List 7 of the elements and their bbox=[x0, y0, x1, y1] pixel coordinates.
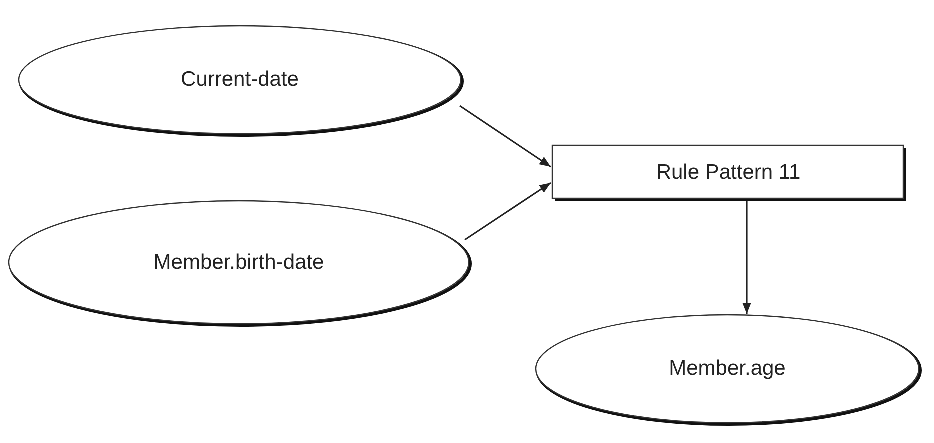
node-label: Member.age bbox=[669, 357, 786, 381]
arrow bbox=[460, 105, 552, 168]
arrow bbox=[742, 200, 752, 314]
node-label: Current-date bbox=[181, 68, 299, 92]
node-label: Member.birth-date bbox=[154, 250, 324, 274]
node-label: Rule Pattern 11 bbox=[656, 160, 801, 184]
arrow bbox=[464, 182, 552, 241]
